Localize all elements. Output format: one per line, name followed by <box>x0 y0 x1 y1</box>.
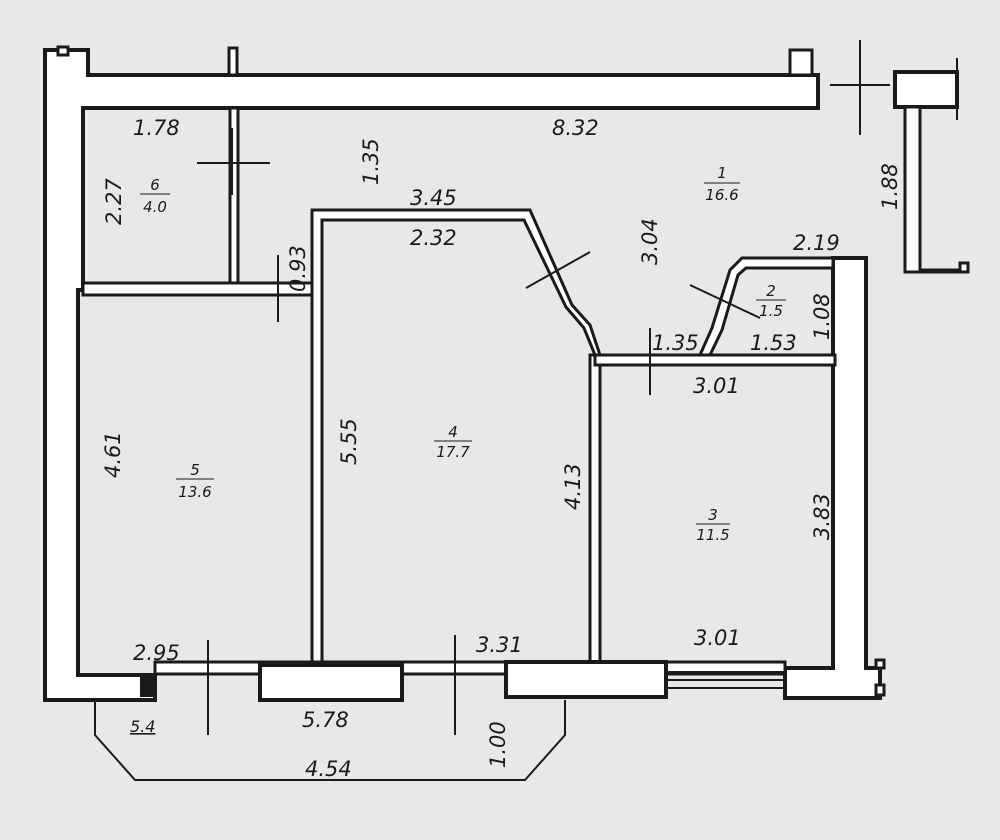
wall-room6-bottom <box>81 281 322 297</box>
dim-3-01-bottom: 3.01 <box>694 626 741 650</box>
dim-1-53: 1.53 <box>750 331 797 355</box>
room-number: 4 <box>448 423 458 441</box>
dim-2-19: 2.19 <box>793 231 840 255</box>
room-number: 3 <box>708 506 718 524</box>
dim-1-08: 1.08 <box>810 293 834 340</box>
window-2 <box>504 660 668 699</box>
room-number: 2 <box>766 282 776 300</box>
dim-3-83: 3.83 <box>810 493 834 540</box>
room-area: 11.5 <box>696 526 729 544</box>
dim-3-31: 3.31 <box>476 633 523 657</box>
dim-5-78: 5.78 <box>302 708 349 732</box>
dim-3-04: 3.04 <box>638 218 662 265</box>
wall-stub-2 <box>788 48 814 77</box>
wall-top-left-stub <box>56 45 70 57</box>
dim-4-13: 4.13 <box>561 463 585 510</box>
room-label-2: 2 1.5 <box>756 282 786 320</box>
balcony-outline <box>94 700 566 781</box>
dim-8-32: 8.32 <box>552 116 599 140</box>
dim-1-88: 1.88 <box>878 163 902 210</box>
room-area: 1.5 <box>759 302 783 320</box>
wall-right-thin <box>903 105 970 274</box>
wall-room2 <box>697 256 835 357</box>
wall-room3-top <box>593 353 837 367</box>
dim-5-55: 5.55 <box>337 418 361 465</box>
room-number: 6 <box>150 176 160 194</box>
wall-top-right-block <box>893 70 959 109</box>
room-area: 17.7 <box>436 443 470 461</box>
dimension-ticks <box>197 40 890 735</box>
wall-room4-right <box>588 353 602 664</box>
dim-1-78: 1.78 <box>133 116 180 140</box>
room-area: 4.0 <box>143 198 167 216</box>
room-label-4: 4 17.7 <box>434 423 472 461</box>
dim-2-27: 2.27 <box>102 178 126 225</box>
dim-1-00: 1.00 <box>486 721 510 768</box>
dim-3-45: 3.45 <box>410 186 457 210</box>
dim-2-95: 2.95 <box>133 641 180 665</box>
dim-5-4: 5.4 <box>130 717 155 736</box>
dim-4-61: 4.61 <box>101 431 125 478</box>
dim-3-01-mid: 3.01 <box>693 374 740 398</box>
room-label-1: 1 16.6 <box>704 164 740 204</box>
balcony-door <box>666 671 785 689</box>
room-number: 5 <box>190 461 200 479</box>
window-1 <box>258 663 404 702</box>
dim-0-93: 0.93 <box>286 245 310 292</box>
dim-1-35-top: 1.35 <box>359 138 383 185</box>
wall-right-thick <box>783 256 882 700</box>
room-area: 16.6 <box>705 186 738 204</box>
room-label-6: 6 4.0 <box>140 176 170 216</box>
dim-4-54: 4.54 <box>305 757 352 781</box>
room-area: 13.6 <box>178 483 211 501</box>
room-label-3: 3 11.5 <box>696 506 730 544</box>
room-number: 1 <box>717 164 727 182</box>
dim-2-32: 2.32 <box>410 226 457 250</box>
wall-stub-1 <box>227 46 239 77</box>
dim-1-35-mid: 1.35 <box>652 331 699 355</box>
room-label-5: 5 13.6 <box>176 461 214 501</box>
